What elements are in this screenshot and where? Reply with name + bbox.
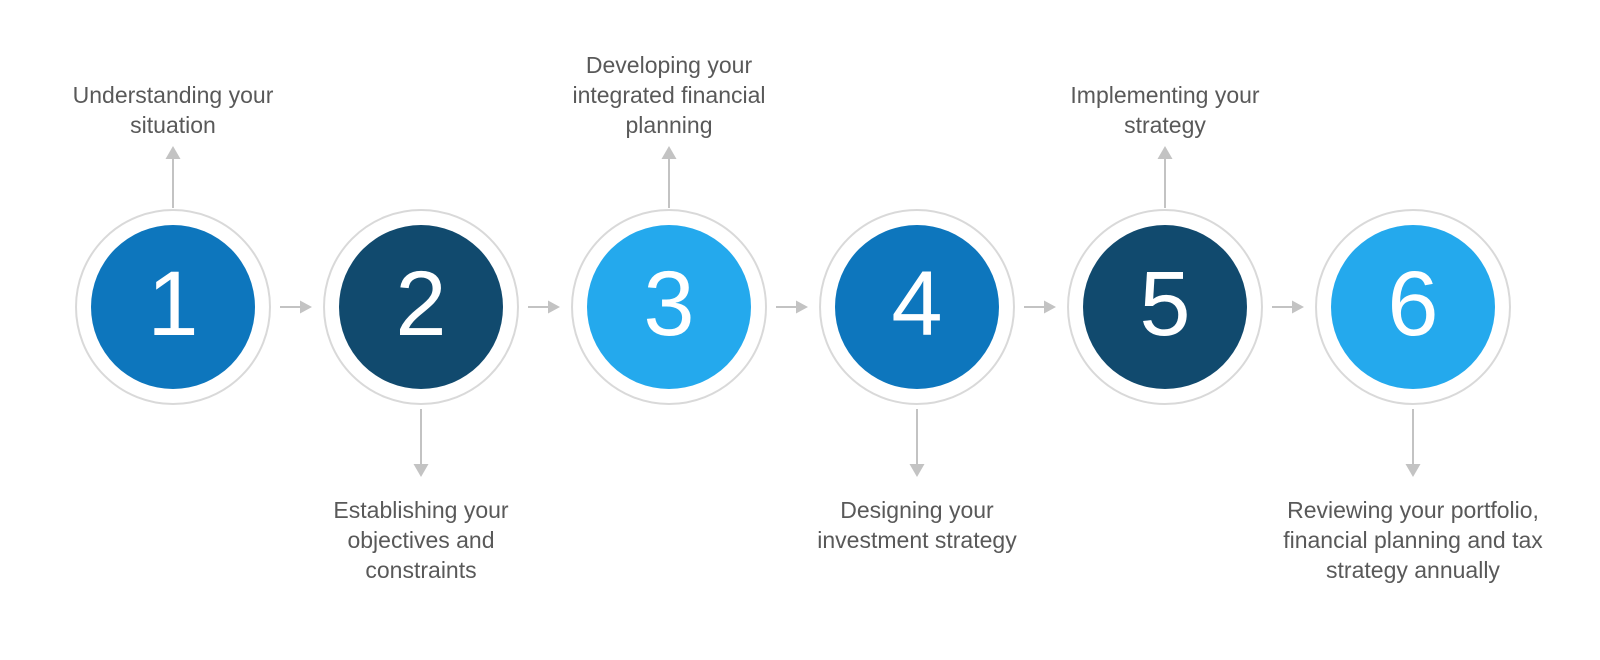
step-circle-ring: 5	[1067, 209, 1263, 405]
arrow-right-icon	[1272, 300, 1304, 314]
step-number: 5	[1139, 253, 1191, 355]
step-label: Developing your integrated financial pla…	[572, 52, 766, 138]
step-circle: 5	[1083, 225, 1247, 389]
step-number: 1	[147, 253, 199, 355]
step-circle: 2	[339, 225, 503, 389]
arrow-down-icon	[909, 409, 925, 477]
arrow-down-icon	[413, 409, 429, 477]
step-label: Reviewing your portfolio, financial plan…	[1283, 497, 1543, 583]
step-circle-ring: 2	[323, 209, 519, 405]
arrow-up-icon	[1157, 146, 1173, 208]
step-4: Designing your investment strategy 4	[767, 0, 1067, 660]
step-number: 2	[395, 253, 447, 355]
step-circle-ring: 1	[75, 209, 271, 405]
step-6: Reviewing your portfolio, financial plan…	[1263, 0, 1563, 660]
step-number: 6	[1387, 253, 1439, 355]
arrow-up-icon	[165, 146, 181, 208]
step-circle-ring: 4	[819, 209, 1015, 405]
step-label: Understanding your situation	[72, 82, 274, 138]
step-circle-ring: 3	[571, 209, 767, 405]
step-2: Establishing your objectives and constra…	[271, 0, 571, 660]
step-label: Designing your investment strategy	[817, 497, 1017, 553]
step-1: Understanding your situation 1	[23, 0, 323, 660]
step-circle: 6	[1331, 225, 1495, 389]
step-label: Implementing your strategy	[1070, 82, 1260, 138]
arrow-right-icon	[776, 300, 808, 314]
step-5: Implementing your strategy 5	[1015, 0, 1315, 660]
step-circle: 4	[835, 225, 999, 389]
arrow-right-icon	[280, 300, 312, 314]
step-number: 3	[643, 253, 695, 355]
step-circle: 3	[587, 225, 751, 389]
step-label: Establishing your objectives and constra…	[333, 497, 509, 583]
step-3: Developing your integrated financial pla…	[519, 0, 819, 660]
arrow-down-icon	[1405, 409, 1421, 477]
arrow-right-icon	[528, 300, 560, 314]
step-circle-ring: 6	[1315, 209, 1511, 405]
arrow-up-icon	[661, 146, 677, 208]
step-number: 4	[891, 253, 943, 355]
arrow-right-icon	[1024, 300, 1056, 314]
step-circle: 1	[91, 225, 255, 389]
